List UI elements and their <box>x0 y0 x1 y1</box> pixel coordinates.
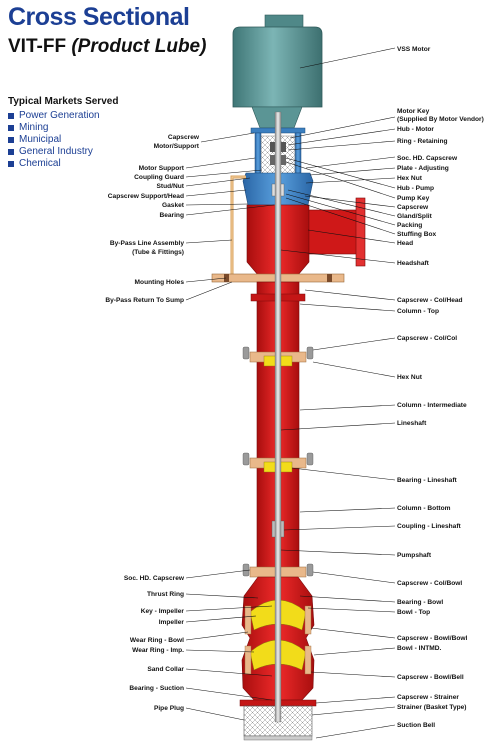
label-ring-retaining: Ring - Retaining <box>397 138 448 145</box>
market-item: Mining <box>8 122 100 134</box>
page-title: Cross Sectional <box>8 3 190 31</box>
label-wear-ring-imp: Wear Ring - Imp. <box>132 647 184 654</box>
label-stuffing-box: Stuffing Box <box>397 231 437 238</box>
label-capscrew-support-head: Capscrew Support/Head <box>108 193 184 200</box>
label-pipe-plug: Pipe Plug <box>154 705 184 712</box>
label-capscrew-bowl-bell: Capscrew - Bowl/Bell <box>397 674 464 681</box>
label-capscrew: Capscrew <box>397 204 429 211</box>
bullet-square-icon <box>8 113 14 119</box>
label-mounting-holes: Mounting Holes <box>135 279 185 286</box>
label-column-bottom: Column - Bottom <box>397 505 451 512</box>
bullet-square-icon <box>8 149 14 155</box>
label-hub-pump: Hub - Pump <box>397 185 434 192</box>
label-column-intermediate: Column - Intermediate <box>397 402 467 409</box>
markets-list: Power Generation Mining Municipal Genera… <box>8 110 100 170</box>
model-variant: (Product Lube) <box>71 36 207 57</box>
leader-lines-right <box>280 47 396 739</box>
label-headshaft: Headshaft <box>397 260 430 267</box>
label-stud-nut: Stud/Nut <box>157 183 185 190</box>
label-suction-bell: Suction Bell <box>397 722 435 729</box>
label-bowl-intmd: Bowl - INTMD. <box>397 645 441 652</box>
label-bearing-suction: Bearing - Suction <box>129 685 184 692</box>
bullet-square-icon <box>8 137 14 143</box>
label-packing: Packing <box>397 222 422 229</box>
label-capscrew-bowl-bowl: Capscrew - Bowl/Bowl <box>397 635 468 642</box>
label-motor-support: Motor Support <box>139 165 185 172</box>
bullet-square-icon <box>8 125 14 131</box>
labels-left: Capscrew Motor/Support Motor Support Cou… <box>105 134 200 712</box>
model-name: VIT-FF <box>8 36 67 57</box>
label-bowl-top: Bowl - Top <box>397 609 430 616</box>
label-lineshaft: Lineshaft <box>397 420 427 427</box>
labels-right: VSS Motor Motor Key (Supplied By Motor V… <box>397 46 484 729</box>
label-motor-key-note: (Supplied By Motor Vendor) <box>397 116 484 123</box>
pump-head <box>211 197 366 283</box>
vss-motor <box>232 14 323 129</box>
label-motor-key: Motor Key <box>397 108 430 115</box>
label-soc-hd-capscrew-low: Soc. HD. Capscrew <box>124 575 185 582</box>
label-capscrew-col-head: Capscrew - Col/Head <box>397 297 463 304</box>
label-bearing-bowl: Bearing - Bowl <box>397 599 443 606</box>
label-capscrew-col-col: Capscrew - Col/Col <box>397 335 457 342</box>
label-by-pass-return: By-Pass Return To Sump <box>105 297 184 304</box>
leader-lines-left <box>185 132 275 721</box>
bullet-square-icon <box>8 161 14 167</box>
markets-heading: Typical Markets Served <box>8 96 119 107</box>
label-by-pass-line: By-Pass Line Assembly <box>110 240 184 247</box>
label-strainer-basket: Strainer (Basket Type) <box>397 704 467 711</box>
label-by-pass-line-2: (Tube & Fittings) <box>132 249 184 256</box>
label-sand-collar: Sand Collar <box>147 666 184 673</box>
lineshaft <box>274 111 282 723</box>
label-pump-key: Pump Key <box>397 195 430 202</box>
market-item: Municipal <box>8 134 100 146</box>
label-plate-adjusting: Plate - Adjusting <box>397 165 449 172</box>
label-head: Head <box>397 240 413 247</box>
label-bearing-lineshaft: Bearing - Lineshaft <box>397 477 458 484</box>
label-capscrew-motor-support: Capscrew <box>168 134 200 141</box>
by-pass-line <box>230 175 246 282</box>
label-soc-hd-capscrew: Soc. HD. Capscrew <box>397 155 458 162</box>
page-subtitle: VIT-FF (Product Lube) <box>8 36 206 58</box>
label-gasket: Gasket <box>162 202 185 209</box>
label-wear-ring-bowl: Wear Ring - Bowl <box>130 637 184 644</box>
label-coupling-lineshaft: Coupling - Lineshaft <box>397 523 462 530</box>
market-item: General Industry <box>8 146 100 158</box>
market-item: Chemical <box>8 158 100 170</box>
label-gland-split: Gland/Split <box>397 213 433 220</box>
label-capscrew-col-bowl: Capscrew - Col/Bowl <box>397 580 462 587</box>
label-column-top: Column - Top <box>397 308 439 315</box>
label-thrust-ring: Thrust Ring <box>147 591 184 598</box>
label-pumpshaft: Pumpshaft <box>397 552 432 559</box>
label-hex-nut-mid: Hex Nut <box>397 374 423 381</box>
label-hex-nut: Hex Nut <box>397 175 423 182</box>
label-coupling-guard: Coupling Guard <box>134 174 184 181</box>
label-vss-motor: VSS Motor <box>397 46 431 53</box>
label-bearing: Bearing <box>159 212 184 219</box>
market-item: Power Generation <box>8 110 100 122</box>
label-key-impeller: Key - Impeller <box>141 608 185 615</box>
label-hub-motor: Hub - Motor <box>397 126 434 133</box>
label-impeller: Impeller <box>159 619 185 626</box>
label-capscrew-motor-support-2: Motor/Support <box>154 143 200 150</box>
label-capscrew-strainer: Capscrew - Strainer <box>397 694 459 701</box>
